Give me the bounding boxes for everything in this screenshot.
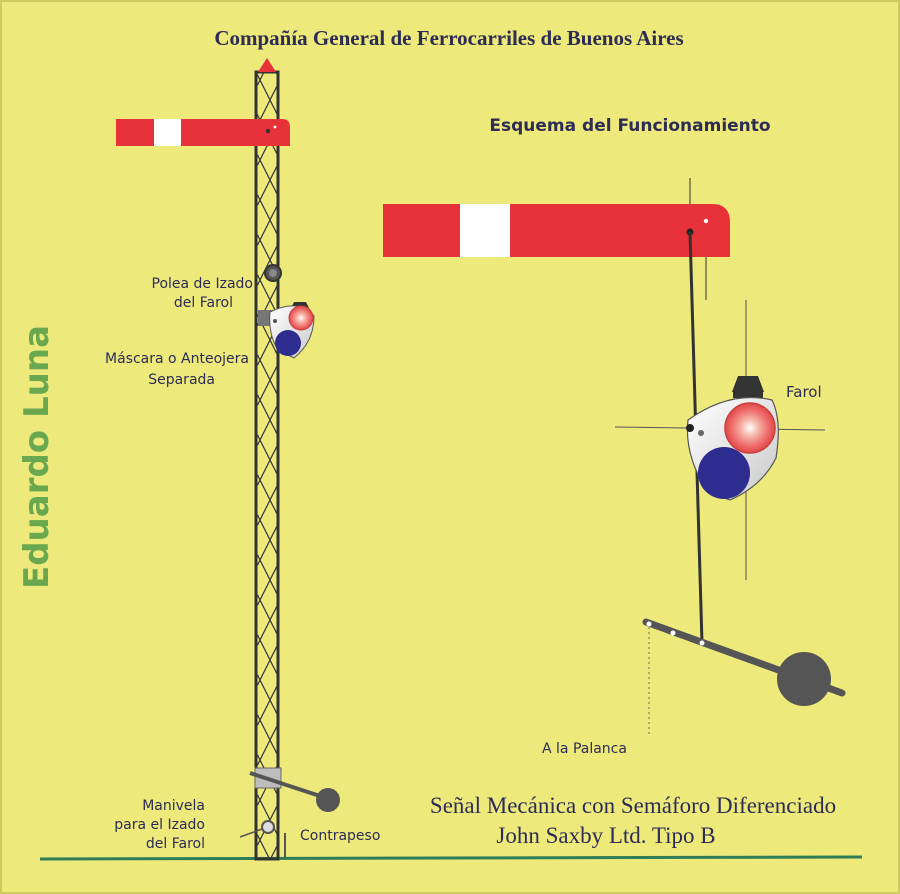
crank-assembly [239, 767, 340, 858]
pulley-label-line2: del Farol [174, 295, 233, 311]
left-semaphore-arm [116, 119, 290, 146]
counterweight-lever [642, 618, 846, 734]
pulley-icon [264, 264, 282, 282]
signal-mast [254, 58, 280, 861]
author-signature: Eduardo Luna [17, 325, 57, 589]
caption-line1: Señal Mecánica con Semáforo Diferenciado [430, 793, 836, 818]
counterweight-label: Contrapeso [300, 828, 380, 844]
crank-label-line3: del Farol [146, 836, 205, 852]
scheme-title: Esquema del Funcionamiento [489, 116, 770, 136]
caption-line2: John Saxby Ltd. Tipo B [496, 823, 715, 848]
mast-lamp [258, 302, 315, 359]
pulley-label-line1: Polea de Izado [152, 276, 254, 292]
crank-label-line1: Manivela [142, 798, 205, 814]
crank-label-line2: para el Izado [114, 817, 205, 833]
mast-finial [258, 58, 276, 72]
mask-label-line2: Separada [148, 372, 215, 388]
mask-label-line1: Máscara o Anteojera [105, 351, 249, 367]
company-title: Compañía General de Ferrocarriles de Bue… [214, 26, 683, 50]
ground-line [39, 855, 863, 861]
lamp-label: Farol [786, 383, 822, 401]
to-lever-label: A la Palanca [542, 741, 627, 757]
schematic-semaphore-arm [383, 178, 730, 257]
schematic-lamp [686, 376, 779, 501]
